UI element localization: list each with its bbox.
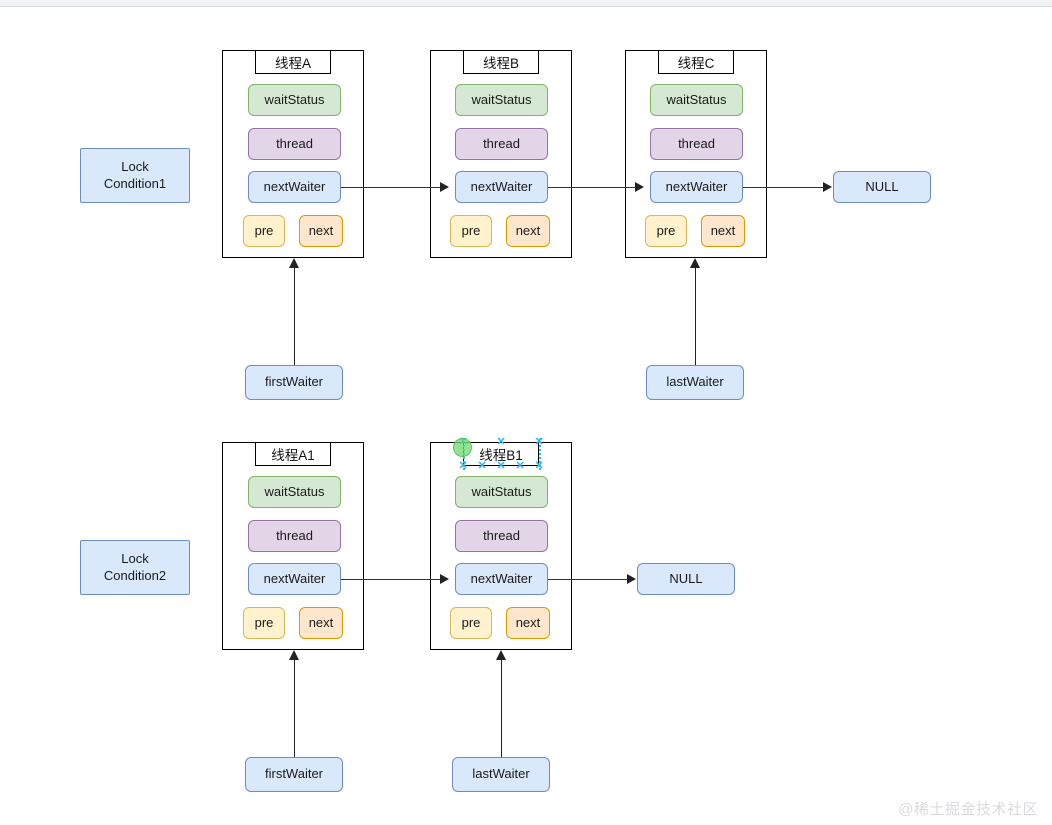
field-thread-c[interactable]: thread	[650, 128, 743, 160]
field-waitstatus-a1[interactable]: waitStatus	[248, 476, 341, 508]
field-nextwaiter-a[interactable]: nextWaiter	[248, 171, 341, 203]
field-waitstatus-a[interactable]: waitStatus	[248, 84, 341, 116]
thread-node-title-c[interactable]: 线程C	[658, 50, 734, 74]
window-top-bar	[0, 0, 1052, 7]
arrowhead-lastwaiter-row2-icon	[496, 650, 506, 660]
arrowhead-firstwaiter-row2-icon	[289, 650, 299, 660]
last-waiter-row2[interactable]: lastWaiter	[452, 757, 550, 792]
arrowhead-a1-to-b1-icon	[440, 574, 449, 584]
field-next-b1[interactable]: next	[506, 607, 550, 639]
link-c-to-null	[743, 187, 825, 188]
field-thread-a1[interactable]: thread	[248, 520, 341, 552]
thread-node-title-b1[interactable]: 线程B1	[463, 442, 539, 466]
field-nextwaiter-b[interactable]: nextWaiter	[455, 171, 548, 203]
lock-condition2-box[interactable]: Lock Condition2	[80, 540, 190, 595]
first-waiter-row1[interactable]: firstWaiter	[245, 365, 343, 400]
field-waitstatus-b1[interactable]: waitStatus	[455, 476, 548, 508]
field-pre-c[interactable]: pre	[645, 215, 687, 247]
arrowhead-lastwaiter-row1-icon	[690, 258, 700, 268]
link-firstwaiter-row2	[294, 658, 295, 757]
field-nextwaiter-c[interactable]: nextWaiter	[650, 171, 743, 203]
arrowhead-b1-to-null-icon	[627, 574, 636, 584]
field-pre-a1[interactable]: pre	[243, 607, 285, 639]
field-next-c[interactable]: next	[701, 215, 745, 247]
field-next-a1[interactable]: next	[299, 607, 343, 639]
arrowhead-b-to-c-icon	[635, 182, 644, 192]
lock-condition1-box[interactable]: Lock Condition1	[80, 148, 190, 203]
last-waiter-row1[interactable]: lastWaiter	[646, 365, 744, 400]
null-terminator-row2[interactable]: NULL	[637, 563, 735, 595]
link-a-to-b	[341, 187, 441, 188]
field-nextwaiter-a1[interactable]: nextWaiter	[248, 563, 341, 595]
thread-node-title-b[interactable]: 线程B	[463, 50, 539, 74]
field-nextwaiter-b1[interactable]: nextWaiter	[455, 563, 548, 595]
field-pre-a[interactable]: pre	[243, 215, 285, 247]
arrowhead-c-to-null-icon	[823, 182, 832, 192]
field-thread-a[interactable]: thread	[248, 128, 341, 160]
field-waitstatus-b[interactable]: waitStatus	[455, 84, 548, 116]
field-thread-b[interactable]: thread	[455, 128, 548, 160]
field-next-a[interactable]: next	[299, 215, 343, 247]
field-pre-b1[interactable]: pre	[450, 607, 492, 639]
link-b1-to-null	[548, 579, 629, 580]
link-b-to-c	[548, 187, 636, 188]
link-a1-to-b1	[341, 579, 441, 580]
first-waiter-row2[interactable]: firstWaiter	[245, 757, 343, 792]
thread-node-title-a1[interactable]: 线程A1	[255, 442, 331, 466]
thread-node-title-a[interactable]: 线程A	[255, 50, 331, 74]
arrowhead-a-to-b-icon	[440, 182, 449, 192]
link-lastwaiter-row1	[695, 266, 696, 365]
arrowhead-firstwaiter-row1-icon	[289, 258, 299, 268]
watermark-text: @稀土掘金技术社区	[898, 801, 1038, 818]
field-thread-b1[interactable]: thread	[455, 520, 548, 552]
link-firstwaiter-row1	[294, 266, 295, 365]
field-next-b[interactable]: next	[506, 215, 550, 247]
link-lastwaiter-row2	[501, 658, 502, 757]
null-terminator-row1[interactable]: NULL	[833, 171, 931, 203]
field-pre-b[interactable]: pre	[450, 215, 492, 247]
field-waitstatus-c[interactable]: waitStatus	[650, 84, 743, 116]
